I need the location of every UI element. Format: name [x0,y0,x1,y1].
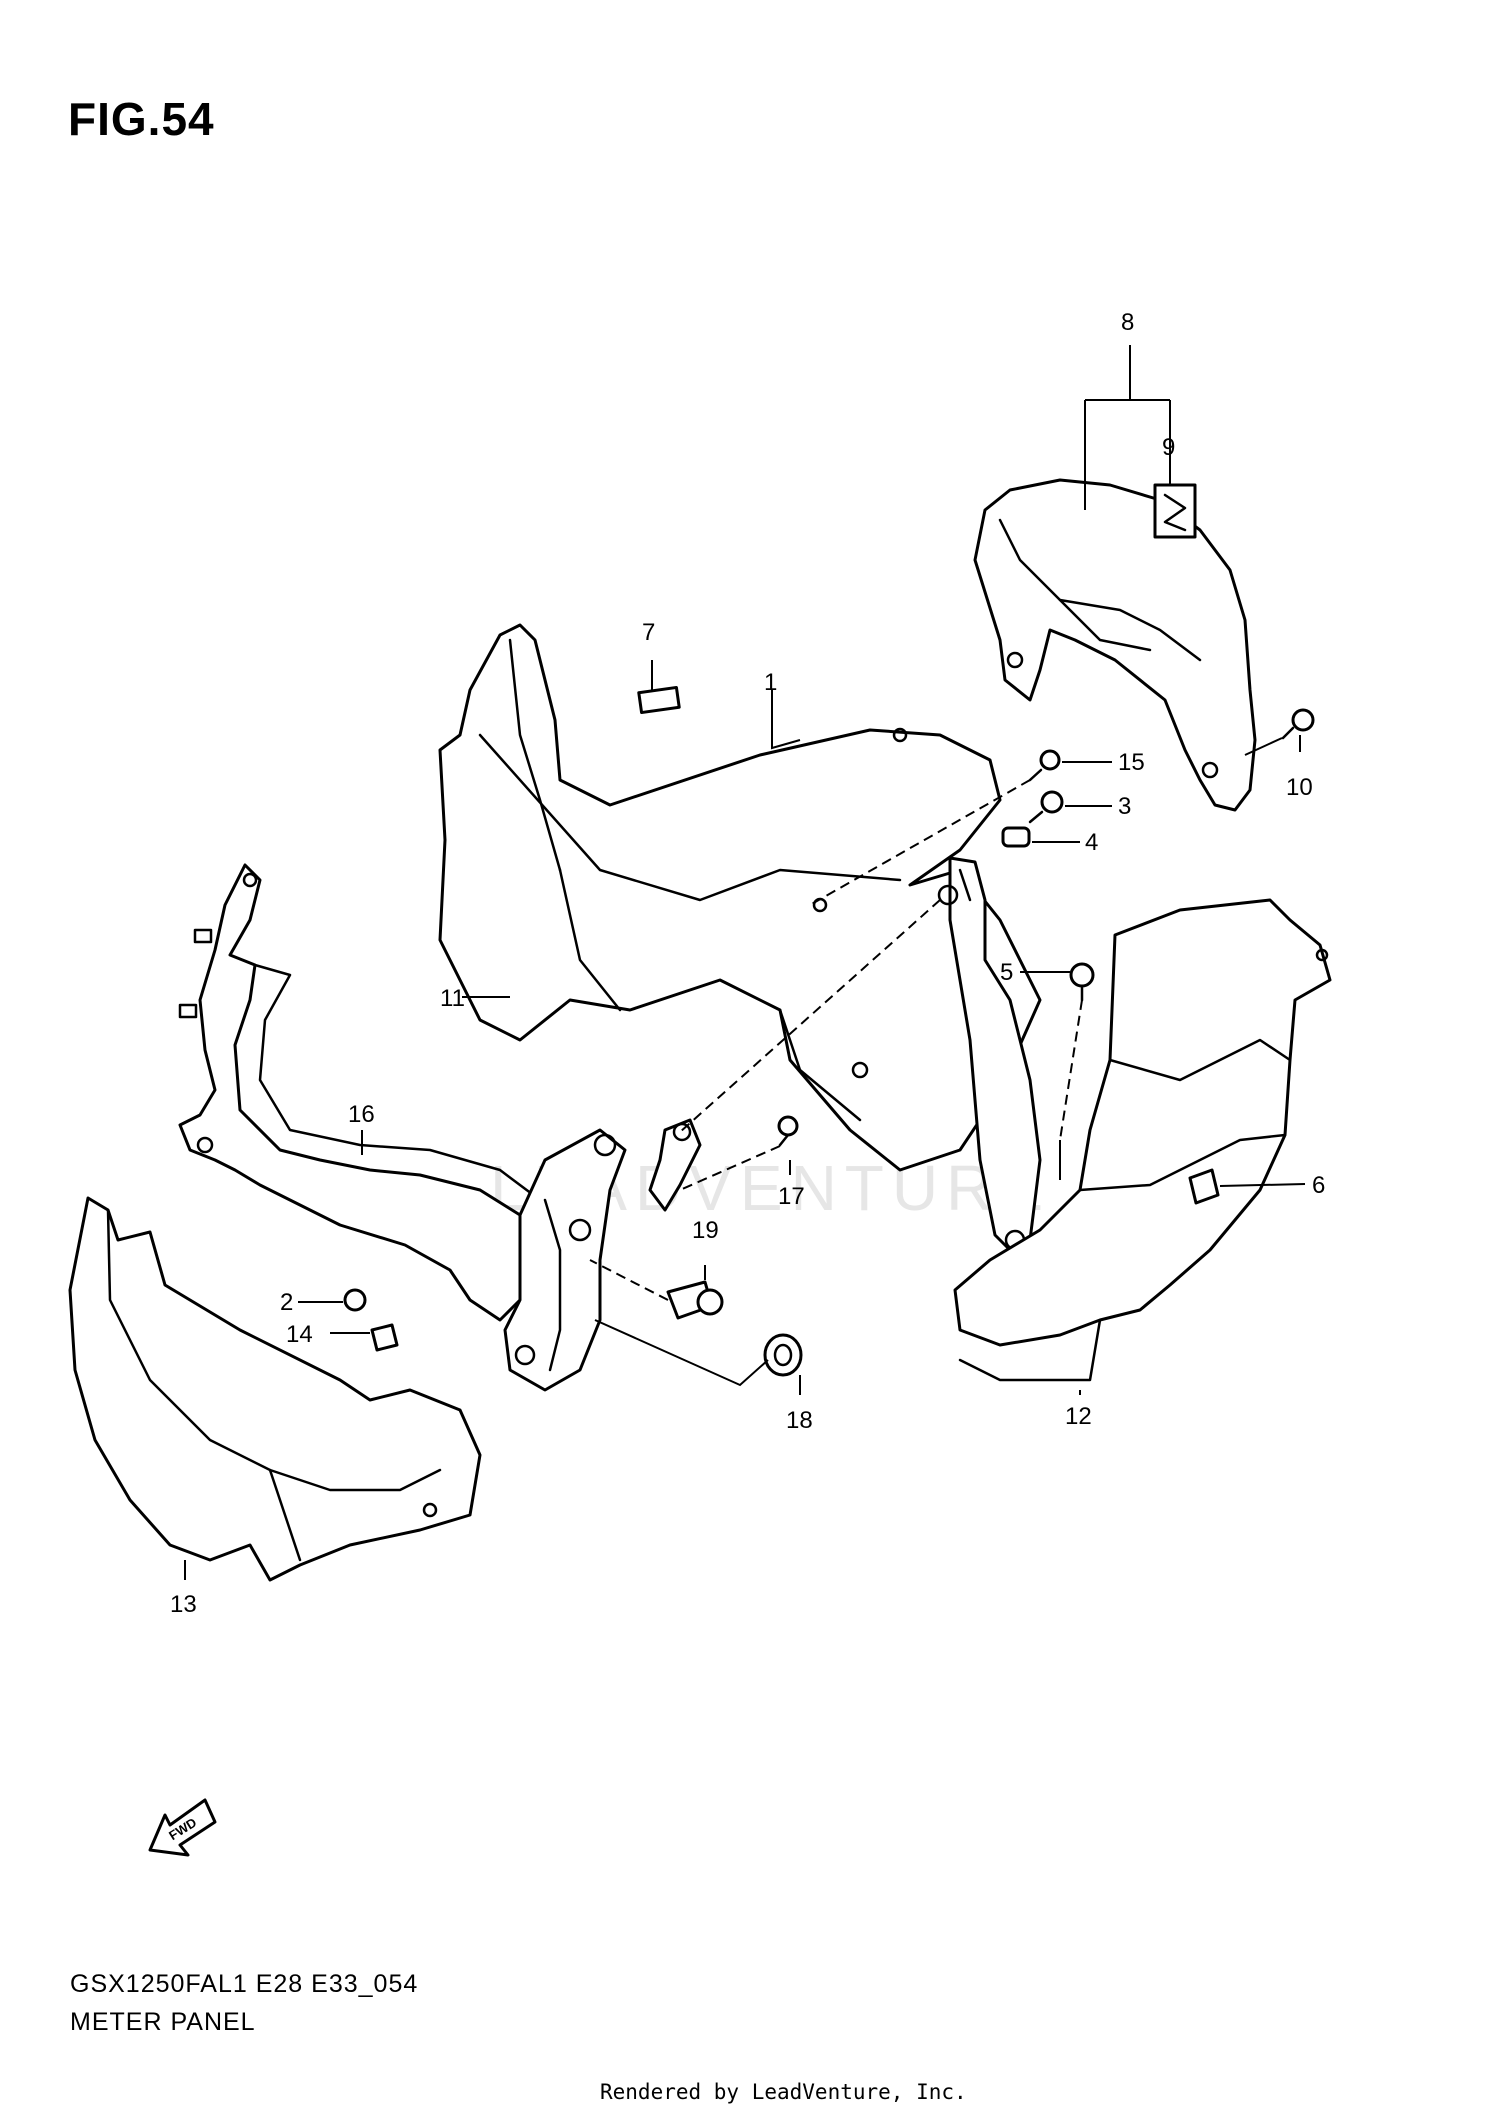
part-16-bracket [178,863,542,1322]
callout-18: 18 [786,1407,813,1434]
callout-13: 13 [170,1591,197,1618]
fastener-19-bolt [666,1280,724,1320]
fastener-6-nut [1188,1168,1220,1205]
callout-6: 6 [1312,1172,1325,1199]
callout-8: 8 [1121,309,1134,336]
figure-title: FIG.54 [68,93,215,145]
fwd-arrow-icon: FWD [148,1798,217,1857]
callout-9: 9 [1162,434,1175,461]
callout-2: 2 [280,1289,293,1316]
callout-16: 16 [348,1101,375,1128]
render-credit: Rendered by LeadVenture, Inc. [600,2080,967,2104]
leader-lines [184,345,1306,1580]
callout-17: 17 [778,1183,805,1210]
fastener-14-clip [370,1323,399,1352]
fastener-3-screw [1028,790,1064,824]
part-12-side-cover [953,898,1332,1382]
callout-15: 15 [1118,749,1145,776]
part-center-bracket [503,1118,702,1392]
fastener-4-nut [1001,826,1031,848]
part-8-meter-cover [973,478,1257,812]
fastener-15-screw [1028,749,1061,782]
part-9-emblem [1153,483,1197,539]
callout-12: 12 [1065,1403,1092,1430]
part-13-lower-cover [68,1196,482,1582]
callout-19: 19 [692,1217,719,1244]
fastener-17-screw [777,1115,799,1147]
model-code: GSX1250FAL1 E28 E33_054 [70,1970,419,1998]
callout-7: 7 [642,619,655,646]
part-7-pad [637,685,681,715]
callout-labels: 1 2 3 4 5 6 7 8 9 10 11 12 13 14 15 16 1… [170,309,1325,1618]
callout-10: 10 [1286,774,1313,801]
callout-3: 3 [1118,793,1131,820]
callout-1: 1 [764,669,777,696]
fastener-10-screw [1281,708,1315,740]
callout-5: 5 [1000,959,1013,986]
fastener-2-screw [343,1288,367,1312]
fastener-5-screw [1069,962,1095,1002]
callout-11: 11 [440,985,465,1012]
callout-4: 4 [1085,829,1098,856]
section-name: METER PANEL [70,2008,256,2036]
callout-14: 14 [286,1321,313,1348]
fastener-18-grommet [763,1333,803,1377]
